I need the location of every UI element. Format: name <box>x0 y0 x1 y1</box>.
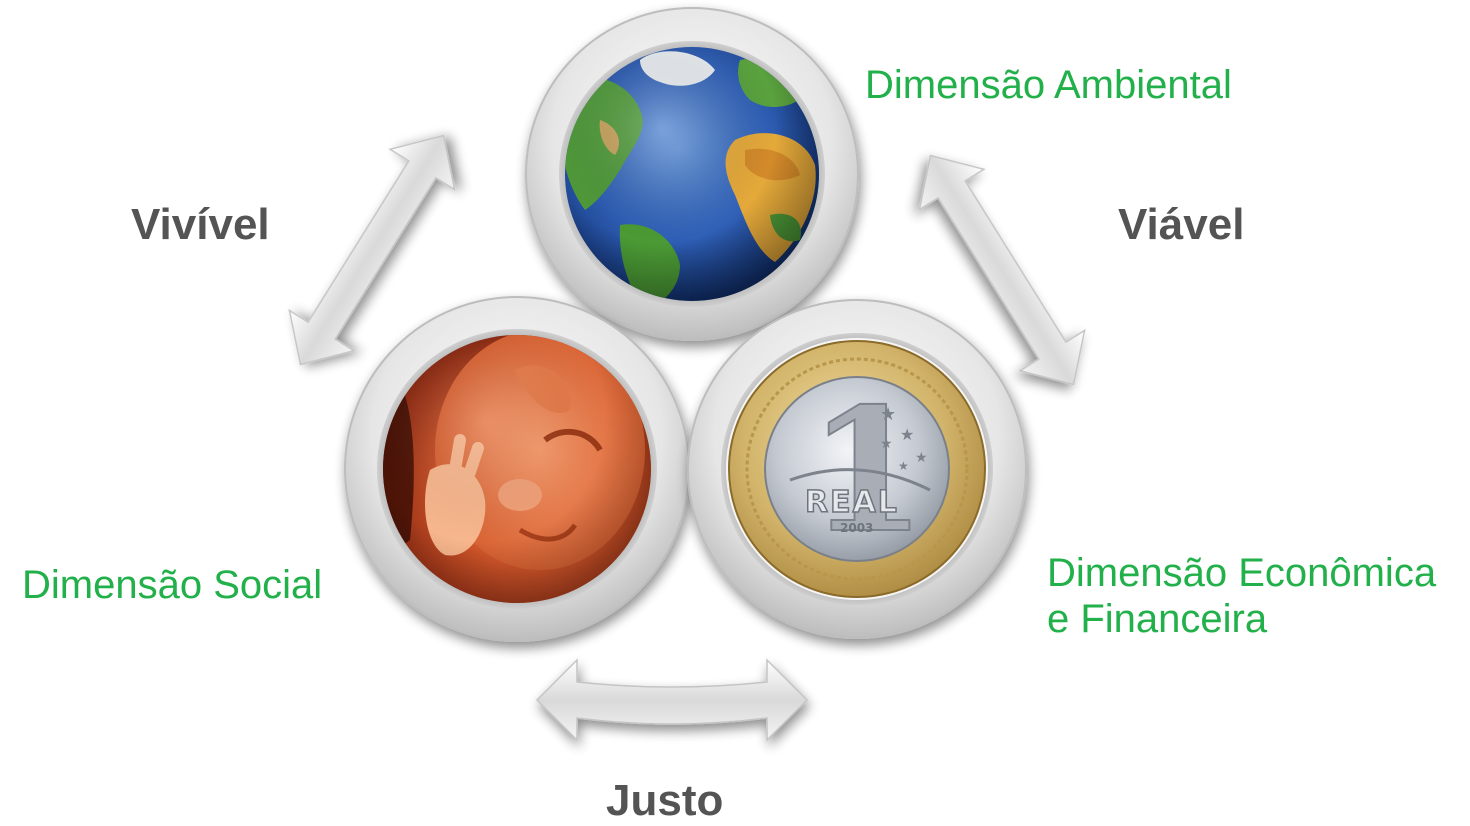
double-arrow-icon <box>288 134 456 366</box>
double-arrow-icon <box>535 658 809 742</box>
svg-text:★: ★ <box>880 435 893 451</box>
svg-text:★: ★ <box>880 404 896 424</box>
coin-year: 2003 <box>840 521 873 535</box>
baby-icon <box>383 335 651 603</box>
coin-icon: 1 ★ ★ ★ ★ ★ REAL 2003 <box>728 340 986 598</box>
svg-text:★: ★ <box>915 449 928 465</box>
dimension-economica-line2: e Financeira <box>1047 597 1268 641</box>
dimension-social-label: Dimensão Social <box>22 563 323 607</box>
coin-word: REAL <box>805 485 899 520</box>
dimension-ambiental-label: Dimensão Ambiental <box>865 63 1232 107</box>
relation-vivivel-label: Vivível <box>131 200 270 249</box>
double-arrow-icon <box>918 154 1086 386</box>
svg-text:★: ★ <box>900 427 914 444</box>
relation-justo-label: Justo <box>606 776 724 825</box>
relation-viavel-label: Viável <box>1118 200 1245 249</box>
dimension-economica-label: Dimensão Econômica e Financeira <box>1047 550 1436 642</box>
svg-text:★: ★ <box>898 459 909 473</box>
dimension-economica-line1: Dimensão Econômica <box>1047 551 1437 595</box>
